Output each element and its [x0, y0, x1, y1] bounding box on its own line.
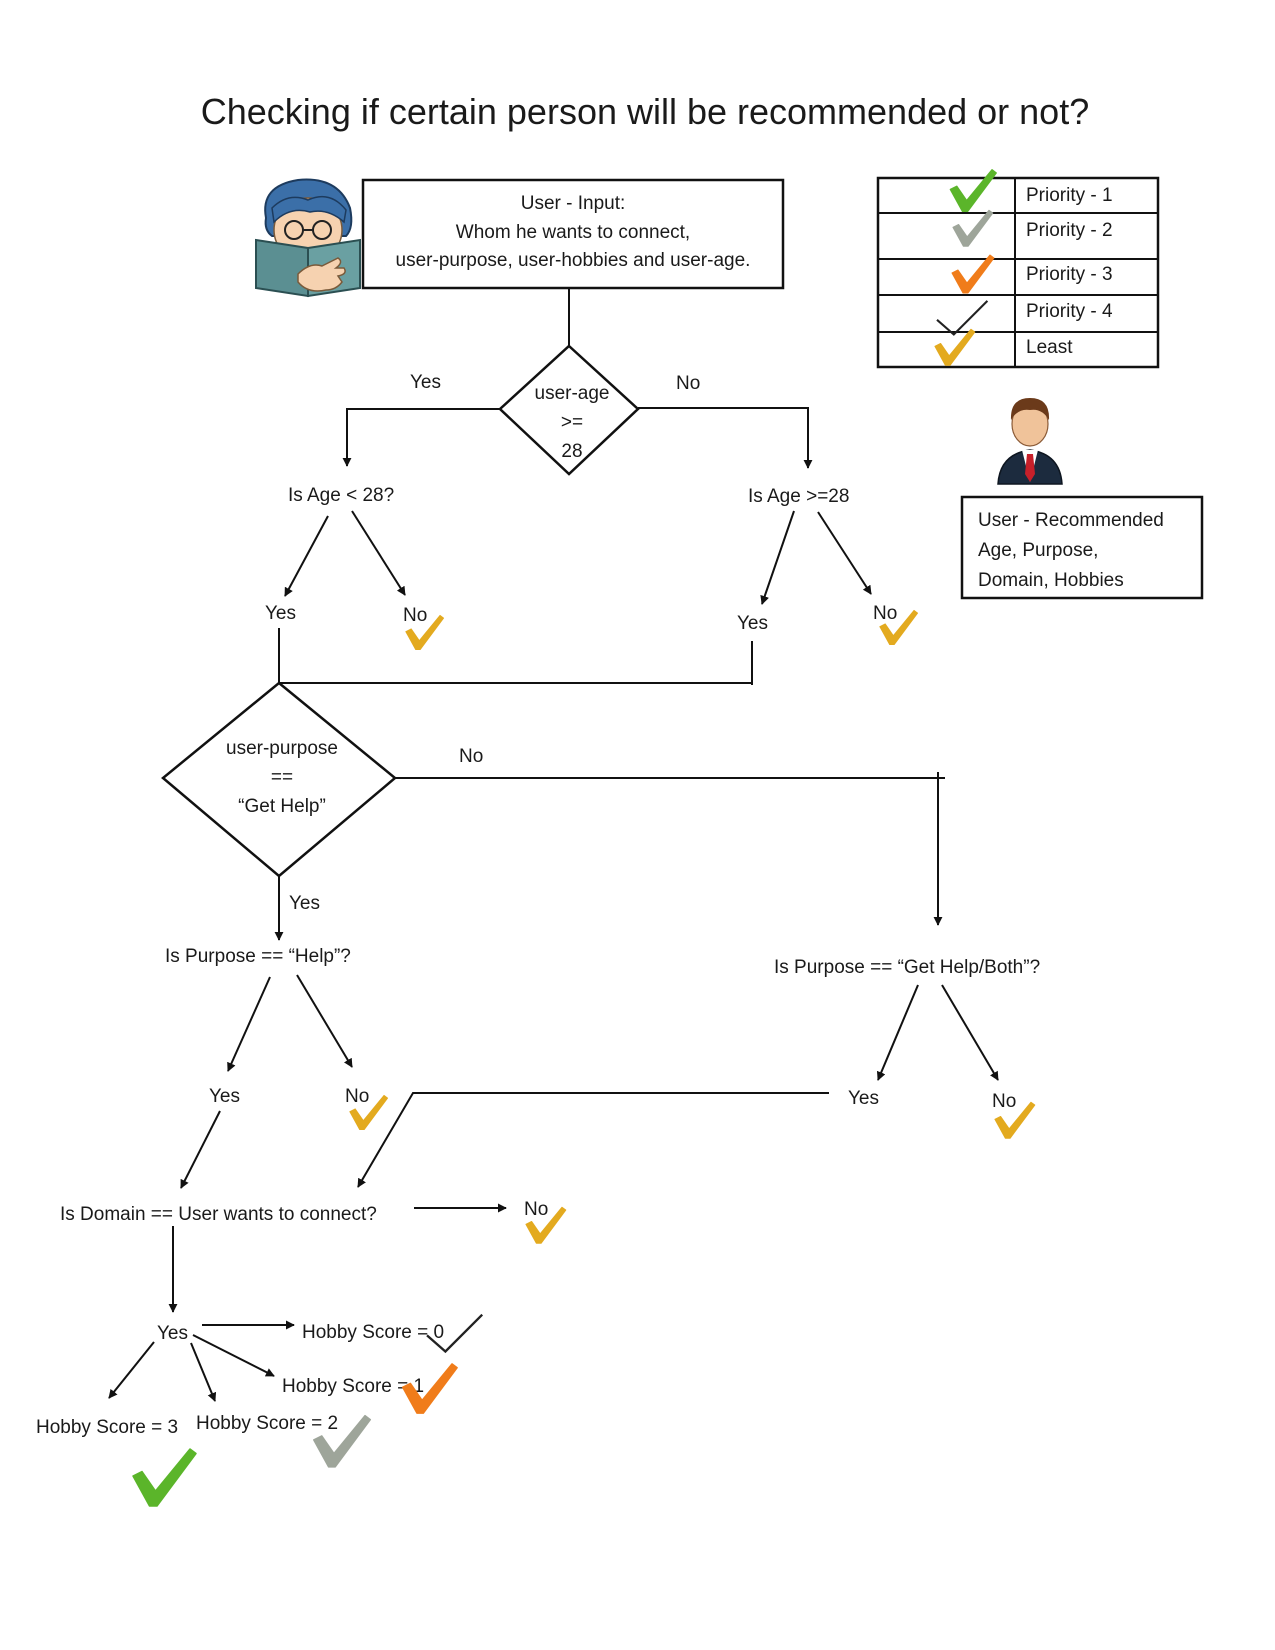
label-yes-age-lt: Yes	[265, 603, 296, 624]
decision-user-age: user-age >= 28	[498, 344, 640, 476]
decision-user-purpose: user-purpose == “Get Help”	[161, 681, 397, 878]
legend-label-least: Least	[1026, 337, 1073, 358]
decision-age-line1: user-age	[535, 383, 610, 404]
legend-check-priority-4-icon	[936, 300, 989, 336]
checkmarks	[132, 169, 1036, 1507]
check-both-no-icon	[994, 1101, 1036, 1139]
label-hobby-score-0: Hobby Score = 0	[302, 1322, 444, 1343]
arrow-age-lt-no	[351, 510, 406, 596]
input-box-line3: user-purpose, user-hobbies and user-age.	[396, 250, 751, 271]
label-yes-help: Yes	[209, 1086, 240, 1107]
check-hobby-0-icon	[426, 1313, 484, 1354]
label-is-age-ge-28: Is Age >=28	[748, 486, 849, 507]
legend-label-priority-3: Priority - 3	[1026, 264, 1113, 285]
arrow-help-yes-to-domain	[180, 1110, 221, 1189]
connector-age-yes	[342, 408, 500, 467]
arrow-age-lt-yes	[284, 515, 329, 597]
arrow-both-yes	[876, 984, 919, 1081]
check-hobby-2-icon	[313, 1414, 372, 1468]
connector-age-no	[638, 407, 813, 469]
label-yes-age-ge: Yes	[737, 613, 768, 634]
recommended-box-line2: Age, Purpose,	[978, 540, 1098, 561]
user-recommended-box: User - Recommended Age, Purpose, Domain,…	[960, 495, 1204, 600]
legend-check-priority-1-icon	[949, 169, 997, 212]
arrow-help-no	[296, 974, 353, 1068]
label-is-purpose-help: Is Purpose == “Help”?	[165, 946, 351, 967]
label-no-purpose: No	[459, 746, 483, 767]
label-no-age-lt: No	[403, 605, 427, 626]
arrow-help-yes	[227, 976, 271, 1072]
label-no-age: No	[676, 373, 700, 394]
decision-age-line3: 28	[561, 441, 582, 462]
check-help-no-icon	[349, 1094, 389, 1131]
label-no-both: No	[992, 1091, 1016, 1112]
decision-age-line2: >=	[561, 412, 583, 433]
reading-boy-icon	[255, 178, 361, 298]
arrow-age-ge-no	[817, 511, 872, 595]
legend-check-priority-2-icon	[952, 209, 994, 247]
label-hobby-score-3: Hobby Score = 3	[36, 1417, 178, 1438]
legend-check-priority-3-icon	[951, 254, 995, 294]
arrow-to-hobby-1	[192, 1334, 275, 1377]
legend-label-priority-1: Priority - 1	[1026, 185, 1113, 206]
page-title: Checking if certain person will be recom…	[201, 91, 1089, 132]
legend-label-priority-4: Priority - 4	[1026, 301, 1113, 322]
label-no-domain: No	[524, 1199, 548, 1220]
label-hobby-score-1: Hobby Score = 1	[282, 1376, 424, 1397]
label-hobby-score-2: Hobby Score = 2	[196, 1413, 338, 1434]
check-domain-no-icon	[525, 1206, 567, 1244]
labels: Yes No Is Age < 28? Is Age >=28 Yes No Y…	[36, 372, 1040, 1438]
check-age-lt-no-icon	[405, 614, 445, 651]
decision-purpose-line3: “Get Help”	[238, 796, 326, 817]
priority-legend: Priority - 1 Priority - 2 Priority - 3 P…	[876, 176, 1160, 369]
input-box-line1: User - Input:	[521, 193, 626, 214]
decision-purpose-line1: user-purpose	[226, 738, 338, 759]
label-yes-age: Yes	[410, 372, 441, 393]
label-is-purpose-both: Is Purpose == “Get Help/Both”?	[774, 957, 1040, 978]
businessman-avatar-icon	[997, 398, 1063, 485]
user-input-box: User - Input: Whom he wants to connect, …	[361, 178, 785, 290]
label-yes-domain: Yes	[157, 1323, 188, 1344]
recommended-box-line1: User - Recommended	[978, 510, 1164, 531]
input-box-line2: Whom he wants to connect,	[456, 222, 690, 243]
label-is-age-lt-28: Is Age < 28?	[288, 485, 394, 506]
arrow-to-hobby-3	[108, 1341, 155, 1399]
label-no-age-ge: No	[873, 603, 897, 624]
arrow-both-no	[941, 984, 999, 1081]
check-age-ge-no-icon	[879, 609, 919, 646]
label-yes-purpose: Yes	[289, 893, 320, 914]
label-yes-both: Yes	[848, 1088, 879, 1109]
label-no-help: No	[345, 1086, 369, 1107]
label-is-domain: Is Domain == User wants to connect?	[60, 1204, 377, 1225]
arrow-to-hobby-2	[190, 1342, 217, 1402]
arrow-both-yes-to-domain	[357, 1092, 829, 1188]
legend-check-least-icon	[934, 328, 976, 366]
recommended-box-line3: Domain, Hobbies	[978, 570, 1124, 591]
check-hobby-3-icon	[132, 1448, 197, 1507]
legend-label-priority-2: Priority - 2	[1026, 220, 1113, 241]
check-hobby-1-icon	[401, 1363, 458, 1414]
decision-purpose-line2: ==	[271, 767, 293, 788]
connectors	[108, 288, 999, 1402]
arrow-age-ge-yes	[760, 510, 795, 605]
